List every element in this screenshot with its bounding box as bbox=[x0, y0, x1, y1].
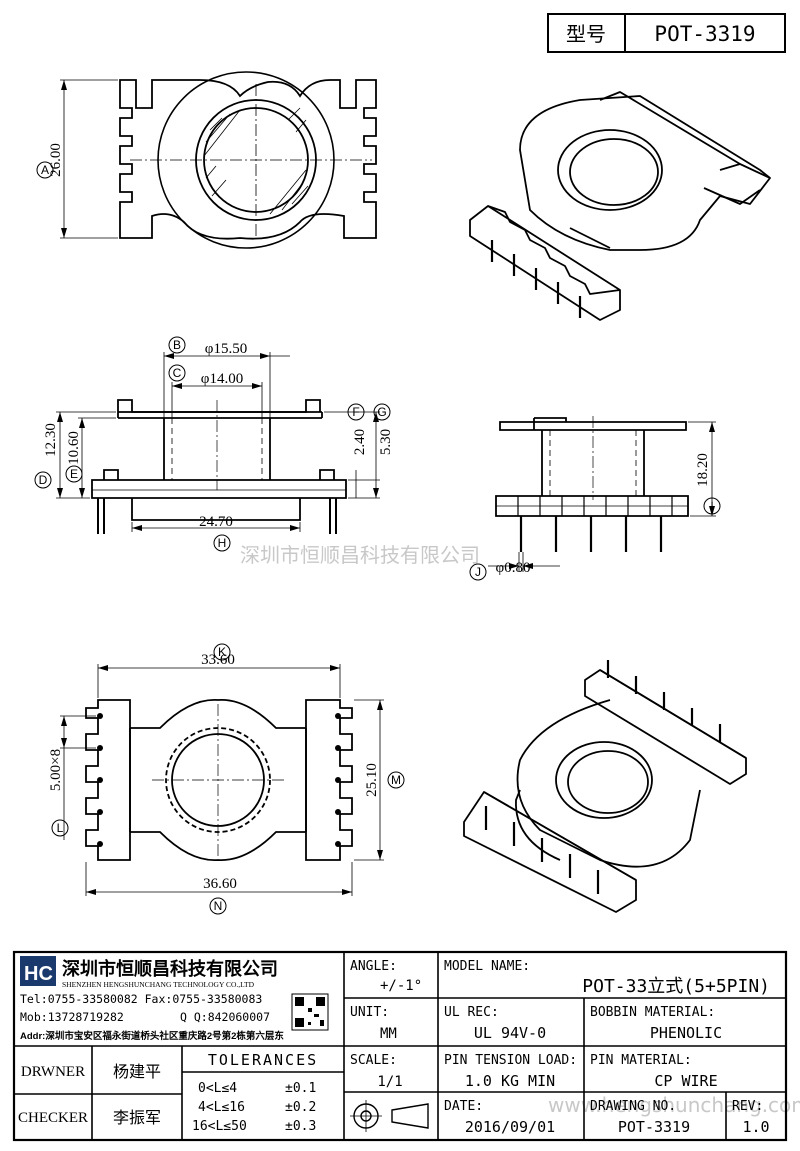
dim-26-00: 26.00 bbox=[48, 143, 64, 177]
dim-dia-15-50: φ15.50 bbox=[205, 341, 247, 357]
rev-value: 1.0 bbox=[742, 1118, 769, 1136]
callout-j: J bbox=[475, 565, 481, 579]
scale-value: 1/1 bbox=[377, 1074, 402, 1090]
callout-d: D bbox=[39, 473, 48, 487]
unit-label: UNIT: bbox=[350, 1005, 389, 1020]
date-value: 2016/09/01 bbox=[465, 1118, 555, 1136]
front-view bbox=[56, 352, 380, 534]
title-block bbox=[12, 950, 788, 1142]
dim-2-40: 2.40 bbox=[352, 429, 368, 455]
callout-g: G bbox=[377, 405, 386, 419]
drawing-no-value: POT-3319 bbox=[618, 1118, 690, 1136]
model-name-value: POT-33立式(5+5PIN) bbox=[582, 976, 770, 997]
dim-18-20: 18.20 bbox=[695, 453, 711, 487]
tol-range-3: 16<L≤50 bbox=[192, 1119, 247, 1134]
tol-range-2: 4<L≤16 bbox=[198, 1100, 245, 1115]
company-logo: HC bbox=[20, 956, 56, 986]
ul-label: UL REC: bbox=[444, 1005, 499, 1020]
bobbin-value: PHENOLIC bbox=[650, 1024, 722, 1042]
company-addr: Addr:深圳市宝安区福永街道桥头社区重庆路2号第2栋第六层东 bbox=[20, 1030, 284, 1042]
callout-c: C bbox=[173, 366, 182, 380]
dim-10-60: 10.60 bbox=[66, 431, 82, 465]
tolerances-label: TOLERANCES bbox=[208, 1051, 318, 1069]
callout-e: E bbox=[70, 467, 78, 481]
model-label: 型号 bbox=[566, 23, 606, 46]
svg-text:HC: HC bbox=[24, 963, 53, 985]
tol-value-3: ±0.3 bbox=[285, 1119, 316, 1134]
pin-material-value: CP WIRE bbox=[654, 1072, 717, 1090]
company-name-cn: 深圳市恒顺昌科技有限公司 bbox=[62, 958, 278, 979]
company-name-en: SHENZHEN HENGSHUNCHANG TECHNOLOGY CO.,LT… bbox=[62, 980, 255, 989]
angle-label: ANGLE: bbox=[350, 959, 397, 974]
callout-k: K bbox=[218, 645, 226, 659]
tension-label: PIN TENSION LOAD: bbox=[444, 1053, 577, 1068]
drawing-no-label: DRAWING NO. bbox=[590, 1099, 676, 1114]
top-view-outline bbox=[119, 79, 377, 240]
iso-view-top bbox=[469, 91, 771, 321]
side-view bbox=[488, 416, 716, 572]
bottom-view bbox=[60, 664, 384, 896]
checker-value: 李振军 bbox=[113, 1109, 161, 1127]
dim-dia-14-00: φ14.00 bbox=[201, 371, 243, 387]
tol-range-1: 0<L≤4 bbox=[198, 1081, 237, 1096]
scale-label: SCALE: bbox=[350, 1053, 397, 1068]
dim-5-30: 5.30 bbox=[378, 429, 394, 455]
dim-12-30: 12.30 bbox=[43, 423, 59, 457]
callout-l: L bbox=[57, 821, 64, 835]
unit-value: MM bbox=[380, 1026, 397, 1042]
projection-symbol-icon bbox=[350, 1100, 429, 1132]
dim-pin-dia: φ0.80 bbox=[496, 560, 531, 576]
callout-f: F bbox=[352, 405, 359, 419]
dim-24-70: 24.70 bbox=[199, 514, 233, 530]
rev-label: REV: bbox=[732, 1099, 763, 1114]
callout-n: N bbox=[214, 899, 223, 913]
company-mob: Mob:13728719282 bbox=[20, 1010, 124, 1024]
watermark-url: www.hengshunchang.com bbox=[548, 1093, 800, 1117]
model-name-label: MODEL NAME: bbox=[444, 959, 530, 974]
tol-value-2: ±0.2 bbox=[285, 1100, 316, 1115]
callout-i: I bbox=[710, 499, 713, 513]
dim-25-10: 25.10 bbox=[364, 763, 380, 797]
drwner-label: DRWNER bbox=[21, 1064, 85, 1080]
angle-value: +/-1° bbox=[380, 978, 422, 994]
watermark-cn: 深圳市恒顺昌科技有限公司 bbox=[240, 543, 480, 567]
company-tel: Tel:0755-33580082 Fax:0755-33580083 bbox=[20, 992, 262, 1006]
bobbin-label: BOBBIN MATERIAL: bbox=[590, 1005, 715, 1020]
ul-value: UL 94V-0 bbox=[474, 1024, 546, 1042]
callout-b: B bbox=[173, 338, 181, 352]
dim-33-60: 33.60 bbox=[201, 652, 235, 668]
pin-material-label: PIN MATERIAL: bbox=[590, 1053, 692, 1068]
dim-pitch: 5.00×8 bbox=[48, 749, 64, 791]
tol-value-1: ±0.1 bbox=[285, 1081, 316, 1096]
top-view bbox=[60, 71, 377, 249]
company-qq: Q Q:842060007 bbox=[180, 1010, 270, 1024]
dim-36-60: 36.60 bbox=[203, 876, 237, 892]
callout-h: H bbox=[218, 536, 227, 550]
model-value: POT-3319 bbox=[654, 22, 755, 46]
tension-value: 1.0 KG MIN bbox=[465, 1072, 555, 1090]
qr-code bbox=[291, 993, 329, 1031]
drwner-value: 杨建平 bbox=[113, 1063, 161, 1081]
model-header: 型号 POT-3319 bbox=[547, 13, 786, 53]
iso-view-bottom bbox=[463, 660, 747, 913]
checker-label: CHECKER bbox=[18, 1110, 88, 1126]
callout-a: A bbox=[41, 163, 49, 177]
callout-m: M bbox=[391, 773, 401, 787]
date-label: DATE: bbox=[444, 1099, 483, 1114]
